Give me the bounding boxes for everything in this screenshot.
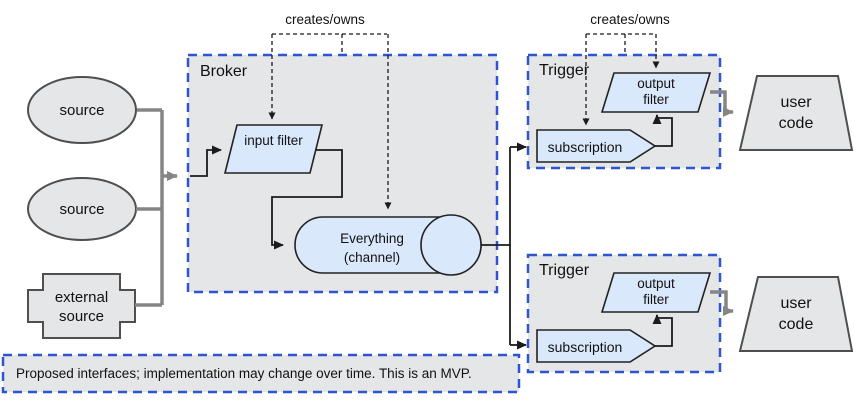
broker-title: Broker: [200, 63, 248, 80]
user-code1-label: user code: [778, 94, 814, 132]
subscription1-to-filter1-arrow: [652, 114, 673, 147]
channel-label: Everything (channel): [321, 229, 423, 267]
filter2-to-usercode2-arrow: [710, 290, 734, 316]
output-filter1-shape: [600, 72, 712, 113]
output-filter1-label: output filter: [637, 76, 675, 107]
user-code2-label: user code: [778, 295, 814, 333]
source2-label: source: [59, 201, 105, 218]
disclaimer-note: Proposed interfaces; implementation may …: [16, 366, 472, 381]
sources-trunk-line: [135, 108, 164, 307]
output-filter2-label: output filter: [637, 276, 675, 307]
channel-end-circle: [420, 214, 482, 276]
subscription2-label: subscription: [547, 339, 623, 355]
filter1-to-usercode1-arrow: [710, 90, 734, 117]
external-source-label: external source: [54, 289, 109, 325]
external-source-shape: [27, 273, 136, 339]
broker-creates-owns-bracket: [272, 33, 387, 54]
trigger-creates-owns-label: creates/owns: [590, 12, 670, 27]
user-code1-trapezoid: [738, 75, 854, 151]
input-filter-label: input filter: [244, 133, 303, 148]
channel-fanout-trunk: [481, 147, 511, 345]
subscription2-shape: [536, 329, 657, 363]
output-filter2-shape: [600, 272, 712, 313]
entry-to-input-filter-arrow: [190, 145, 222, 177]
trigger2-title: Trigger: [539, 262, 590, 279]
subscription1-label: subscription: [547, 139, 623, 155]
channel-label-line2: (channel): [343, 250, 401, 265]
source1-label: source: [59, 102, 105, 119]
channel-label-line1: Everything: [340, 231, 404, 246]
broker-creates-owns-label: creates/owns: [285, 12, 365, 27]
trigger1-title: Trigger: [539, 62, 590, 79]
trigger-creates-owns-bracket: [586, 33, 656, 54]
input-filter-shape: [223, 124, 324, 174]
source1-ellipse: [27, 76, 137, 144]
user-code2-trapezoid: [738, 276, 854, 352]
input-filter-to-channel-arrow: [271, 149, 343, 250]
note-box: [1, 353, 521, 394]
subscription2-to-filter2-arrow: [652, 314, 673, 347]
subscription1-shape: [536, 129, 657, 163]
